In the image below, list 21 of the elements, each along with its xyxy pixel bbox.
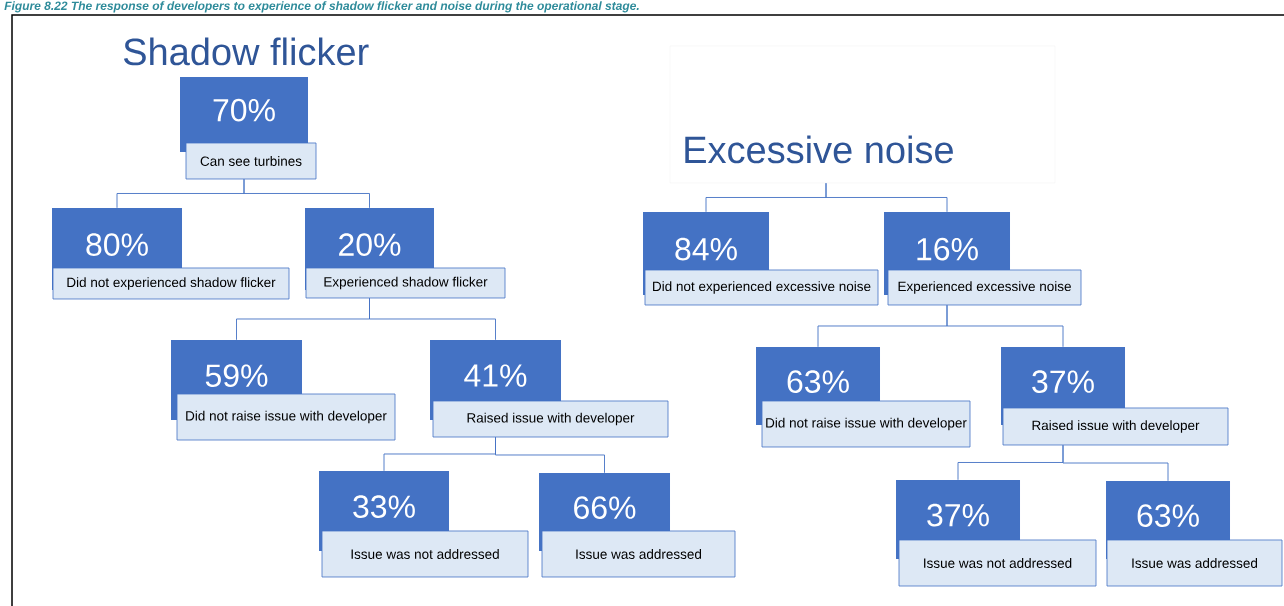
connector (825, 182, 948, 213)
connector (243, 178, 370, 209)
connector (1062, 444, 1169, 482)
title-box: Excessive noise (669, 45, 1056, 184)
label-box: Issue was addressed (541, 530, 736, 578)
label-box: Did not experienced excessive noise (644, 269, 879, 306)
label-box: Issue was addressed (1106, 539, 1283, 587)
label-box: Issue was not addressed (321, 530, 529, 578)
connector (946, 304, 1064, 348)
connector (369, 297, 496, 341)
label-box: Did not experienced shadow flicker (52, 267, 290, 300)
label-box: Raised issue with developer (1002, 407, 1229, 446)
label-box: Issue was not addressed (898, 539, 1097, 587)
label-box: Experienced shadow flicker (305, 267, 506, 299)
label-box: Can see turbines (185, 142, 317, 180)
label-box: Experienced excessive noise (887, 269, 1082, 306)
label-box: Did not raise issue with developer (176, 393, 396, 441)
label-box: Did not raise issue with developer (761, 400, 971, 448)
label-box: Raised issue with developer (432, 400, 669, 438)
connector (495, 436, 605, 474)
caption: Figure 8.22 The response of developers to experience of shadow flicker and noise during the operational stage. (4, 1, 639, 13)
